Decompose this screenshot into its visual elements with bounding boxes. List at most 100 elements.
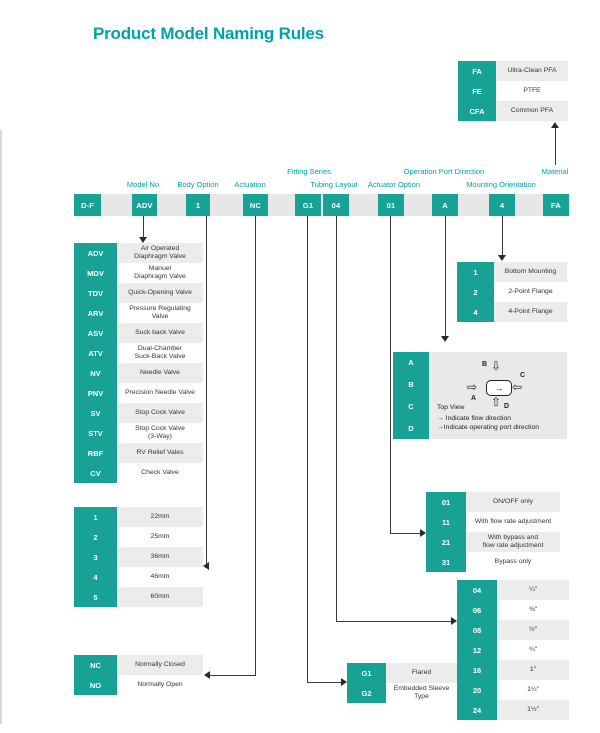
port-label-a: A <box>471 395 477 402</box>
segment-fitting: G1 <box>295 194 321 216</box>
arrow-down-icon <box>139 237 147 243</box>
flow-legend: → Indicate flow direction <box>437 415 511 423</box>
code-cell: 5 <box>74 587 117 607</box>
code-cell: 24 <box>457 700 497 720</box>
code-cell: 1 <box>457 262 494 282</box>
code-cell: G1 <box>347 663 386 683</box>
desc-cell: Normally Open <box>117 675 203 695</box>
flow-arrow-icon: → <box>494 383 504 393</box>
desc-cell: Needle Valve <box>117 363 203 383</box>
desc-cell: Pressure Regulating Valve <box>117 303 203 323</box>
code-cell: SV <box>74 403 117 423</box>
flow-arrow-icon: → <box>437 415 444 422</box>
connector-actuator-h <box>390 533 420 534</box>
port-b-down-arrow-icon: ⇩ <box>491 359 502 373</box>
connector-material <box>555 128 556 165</box>
desc-cell: 25mm <box>117 527 203 547</box>
connector-tubing <box>336 216 337 622</box>
port-a-in-arrow-icon: ⇨ <box>467 380 478 394</box>
label-fitting-series: Fitting Series <box>287 167 331 176</box>
port-direction-codes: A B C D <box>393 352 429 439</box>
connector-actuator <box>390 216 391 534</box>
code-cell: ATV <box>74 343 117 363</box>
connector-port-direction <box>445 216 446 337</box>
desc-cell: 4-Point Flange <box>494 302 567 322</box>
desc-cell: 2-Point Flange <box>494 282 567 302</box>
segment-actuator: 01 <box>378 194 404 216</box>
label-mounting-orientation: Mounting Orientation <box>466 180 536 189</box>
desc-cell: Bottom Mounting <box>494 262 567 282</box>
code-cell: PNV <box>74 383 117 403</box>
arrow-down-icon <box>441 336 449 342</box>
desc-cell: ½″ <box>497 620 569 640</box>
code-cell: G2 <box>347 683 386 703</box>
segment-port: A <box>432 194 458 216</box>
desc-cell: 22mm <box>117 507 203 527</box>
port-legend: →Indicate operating port direction <box>437 424 539 432</box>
label-actuation: Actuation <box>234 180 266 189</box>
desc-cell: Manuel Diaphragm Valve <box>117 263 203 283</box>
connector-actuation-h <box>209 675 256 676</box>
port-d-up-arrow-icon: ⇧ <box>491 395 502 409</box>
arrow-left-icon <box>204 671 210 679</box>
code-cell: NO <box>74 675 117 695</box>
desc-cell: With flow rate adjustment <box>466 512 560 532</box>
code-cell: 12 <box>457 640 497 660</box>
label-material: Material <box>541 167 569 176</box>
desc-cell: Stop Cock Valve <box>117 403 203 423</box>
connector-fitting <box>307 216 308 683</box>
code-cell: 04 <box>457 580 497 600</box>
segment-tubing: 04 <box>323 194 349 216</box>
desc-cell: ¾″ <box>497 640 569 660</box>
desc-cell: PTFE <box>496 81 568 101</box>
code-cell: 01 <box>426 492 466 512</box>
desc-cell: 1½″ <box>497 700 569 720</box>
code-cell: ASV <box>74 323 117 343</box>
code-cell: A <box>408 358 414 368</box>
label-actuator-option: Actuator Option <box>367 180 421 189</box>
label-tubing-layout: Tubing Layout <box>310 180 358 189</box>
desc-cell: Dual-Chamber Suck-Back Valve <box>117 343 203 363</box>
code-cell: CFA <box>458 101 496 121</box>
desc-cell: 1″ <box>497 660 569 680</box>
desc-cell: Check Valve <box>117 463 203 483</box>
desc-cell: 1¼″ <box>497 680 569 700</box>
top-view-label: Top View <box>437 404 465 411</box>
desc-cell: Bypass only <box>466 552 560 572</box>
segment-actuation: NC <box>243 194 268 216</box>
code-cell: 21 <box>426 532 466 552</box>
desc-cell: ON/OFF only <box>466 492 560 512</box>
code-cell: 4 <box>457 302 494 322</box>
table-row: CFA Common PFA <box>458 101 568 121</box>
page-title: Product Model Naming Rules <box>93 24 324 43</box>
arrow-down-icon <box>498 255 506 261</box>
segment-model: ADV <box>132 194 157 216</box>
code-cell: 06 <box>457 600 497 620</box>
code-cell: MDV <box>74 263 117 283</box>
code-cell: C <box>408 401 414 411</box>
code-cell: RBF <box>74 443 117 463</box>
desc-cell: Embedded Sleeve Type <box>386 683 457 703</box>
code-cell: STV <box>74 423 117 443</box>
segment-body: 1 <box>186 194 210 216</box>
desc-cell: Stop Cock Valve (3-Way) <box>117 423 203 443</box>
